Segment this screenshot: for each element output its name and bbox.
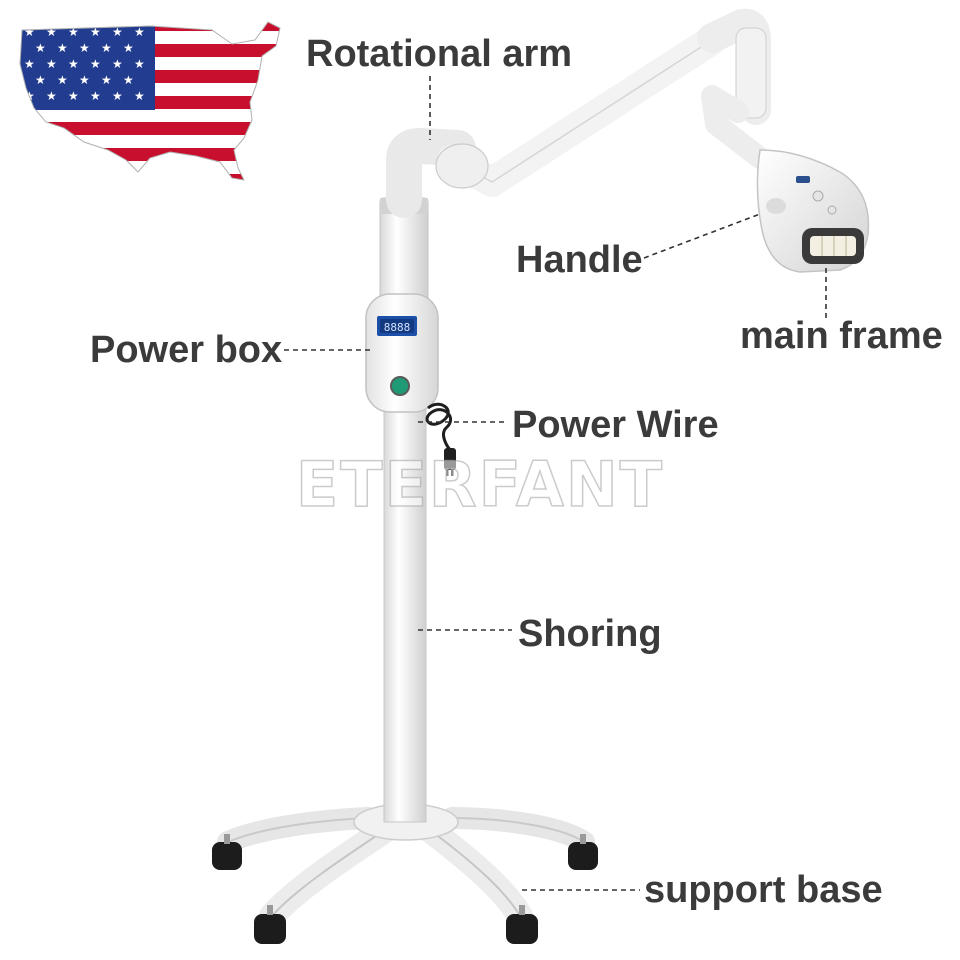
svg-text:★: ★ (123, 41, 134, 55)
svg-text:★: ★ (101, 41, 112, 55)
us-flag-map-logo: ★★★★★★ ★★★★★ ★★★★★★ ★★★★★ ★★★★★★ (19, 21, 281, 181)
svg-text:★: ★ (134, 57, 145, 71)
svg-text:★: ★ (68, 57, 79, 71)
svg-text:★: ★ (90, 89, 101, 103)
svg-text:★: ★ (46, 25, 57, 39)
label-support-base: support base (644, 869, 883, 911)
svg-text:★: ★ (112, 89, 123, 103)
svg-text:★: ★ (79, 41, 90, 55)
svg-text:★: ★ (90, 25, 101, 39)
svg-text:★: ★ (46, 57, 57, 71)
svg-text:★: ★ (134, 89, 145, 103)
svg-text:★: ★ (101, 73, 112, 87)
svg-text:★: ★ (79, 73, 90, 87)
label-main-frame: main frame (740, 315, 943, 357)
display-readout: 8888 (384, 321, 411, 334)
watermark: ETERFANT (296, 448, 664, 521)
svg-text:★: ★ (57, 73, 68, 87)
power-button[interactable] (390, 376, 410, 396)
lamp-head (756, 149, 870, 273)
digital-display (377, 316, 417, 336)
svg-text:★: ★ (68, 25, 79, 39)
label-shoring: Shoring (518, 613, 662, 655)
shoring-pole (379, 197, 429, 823)
support-base (217, 803, 595, 929)
label-power-box: Power box (90, 329, 282, 371)
caster-wheels (212, 834, 598, 944)
svg-text:★: ★ (24, 57, 35, 71)
label-rotational-arm: Rotational arm (306, 33, 572, 75)
leader-lines (284, 76, 827, 891)
label-handle: Handle (516, 239, 643, 281)
svg-text:★: ★ (90, 57, 101, 71)
label-power-wire: Power Wire (512, 404, 719, 446)
svg-text:★: ★ (35, 41, 46, 55)
svg-text:★: ★ (24, 25, 35, 39)
svg-text:★: ★ (68, 89, 79, 103)
rotational-arm (386, 8, 771, 218)
svg-text:★: ★ (35, 73, 46, 87)
svg-text:★: ★ (46, 89, 57, 103)
svg-text:★: ★ (123, 73, 134, 87)
svg-text:★: ★ (112, 57, 123, 71)
power-wire (425, 402, 456, 476)
svg-text:★: ★ (112, 25, 123, 39)
svg-text:★: ★ (57, 41, 68, 55)
svg-text:★: ★ (134, 25, 145, 39)
